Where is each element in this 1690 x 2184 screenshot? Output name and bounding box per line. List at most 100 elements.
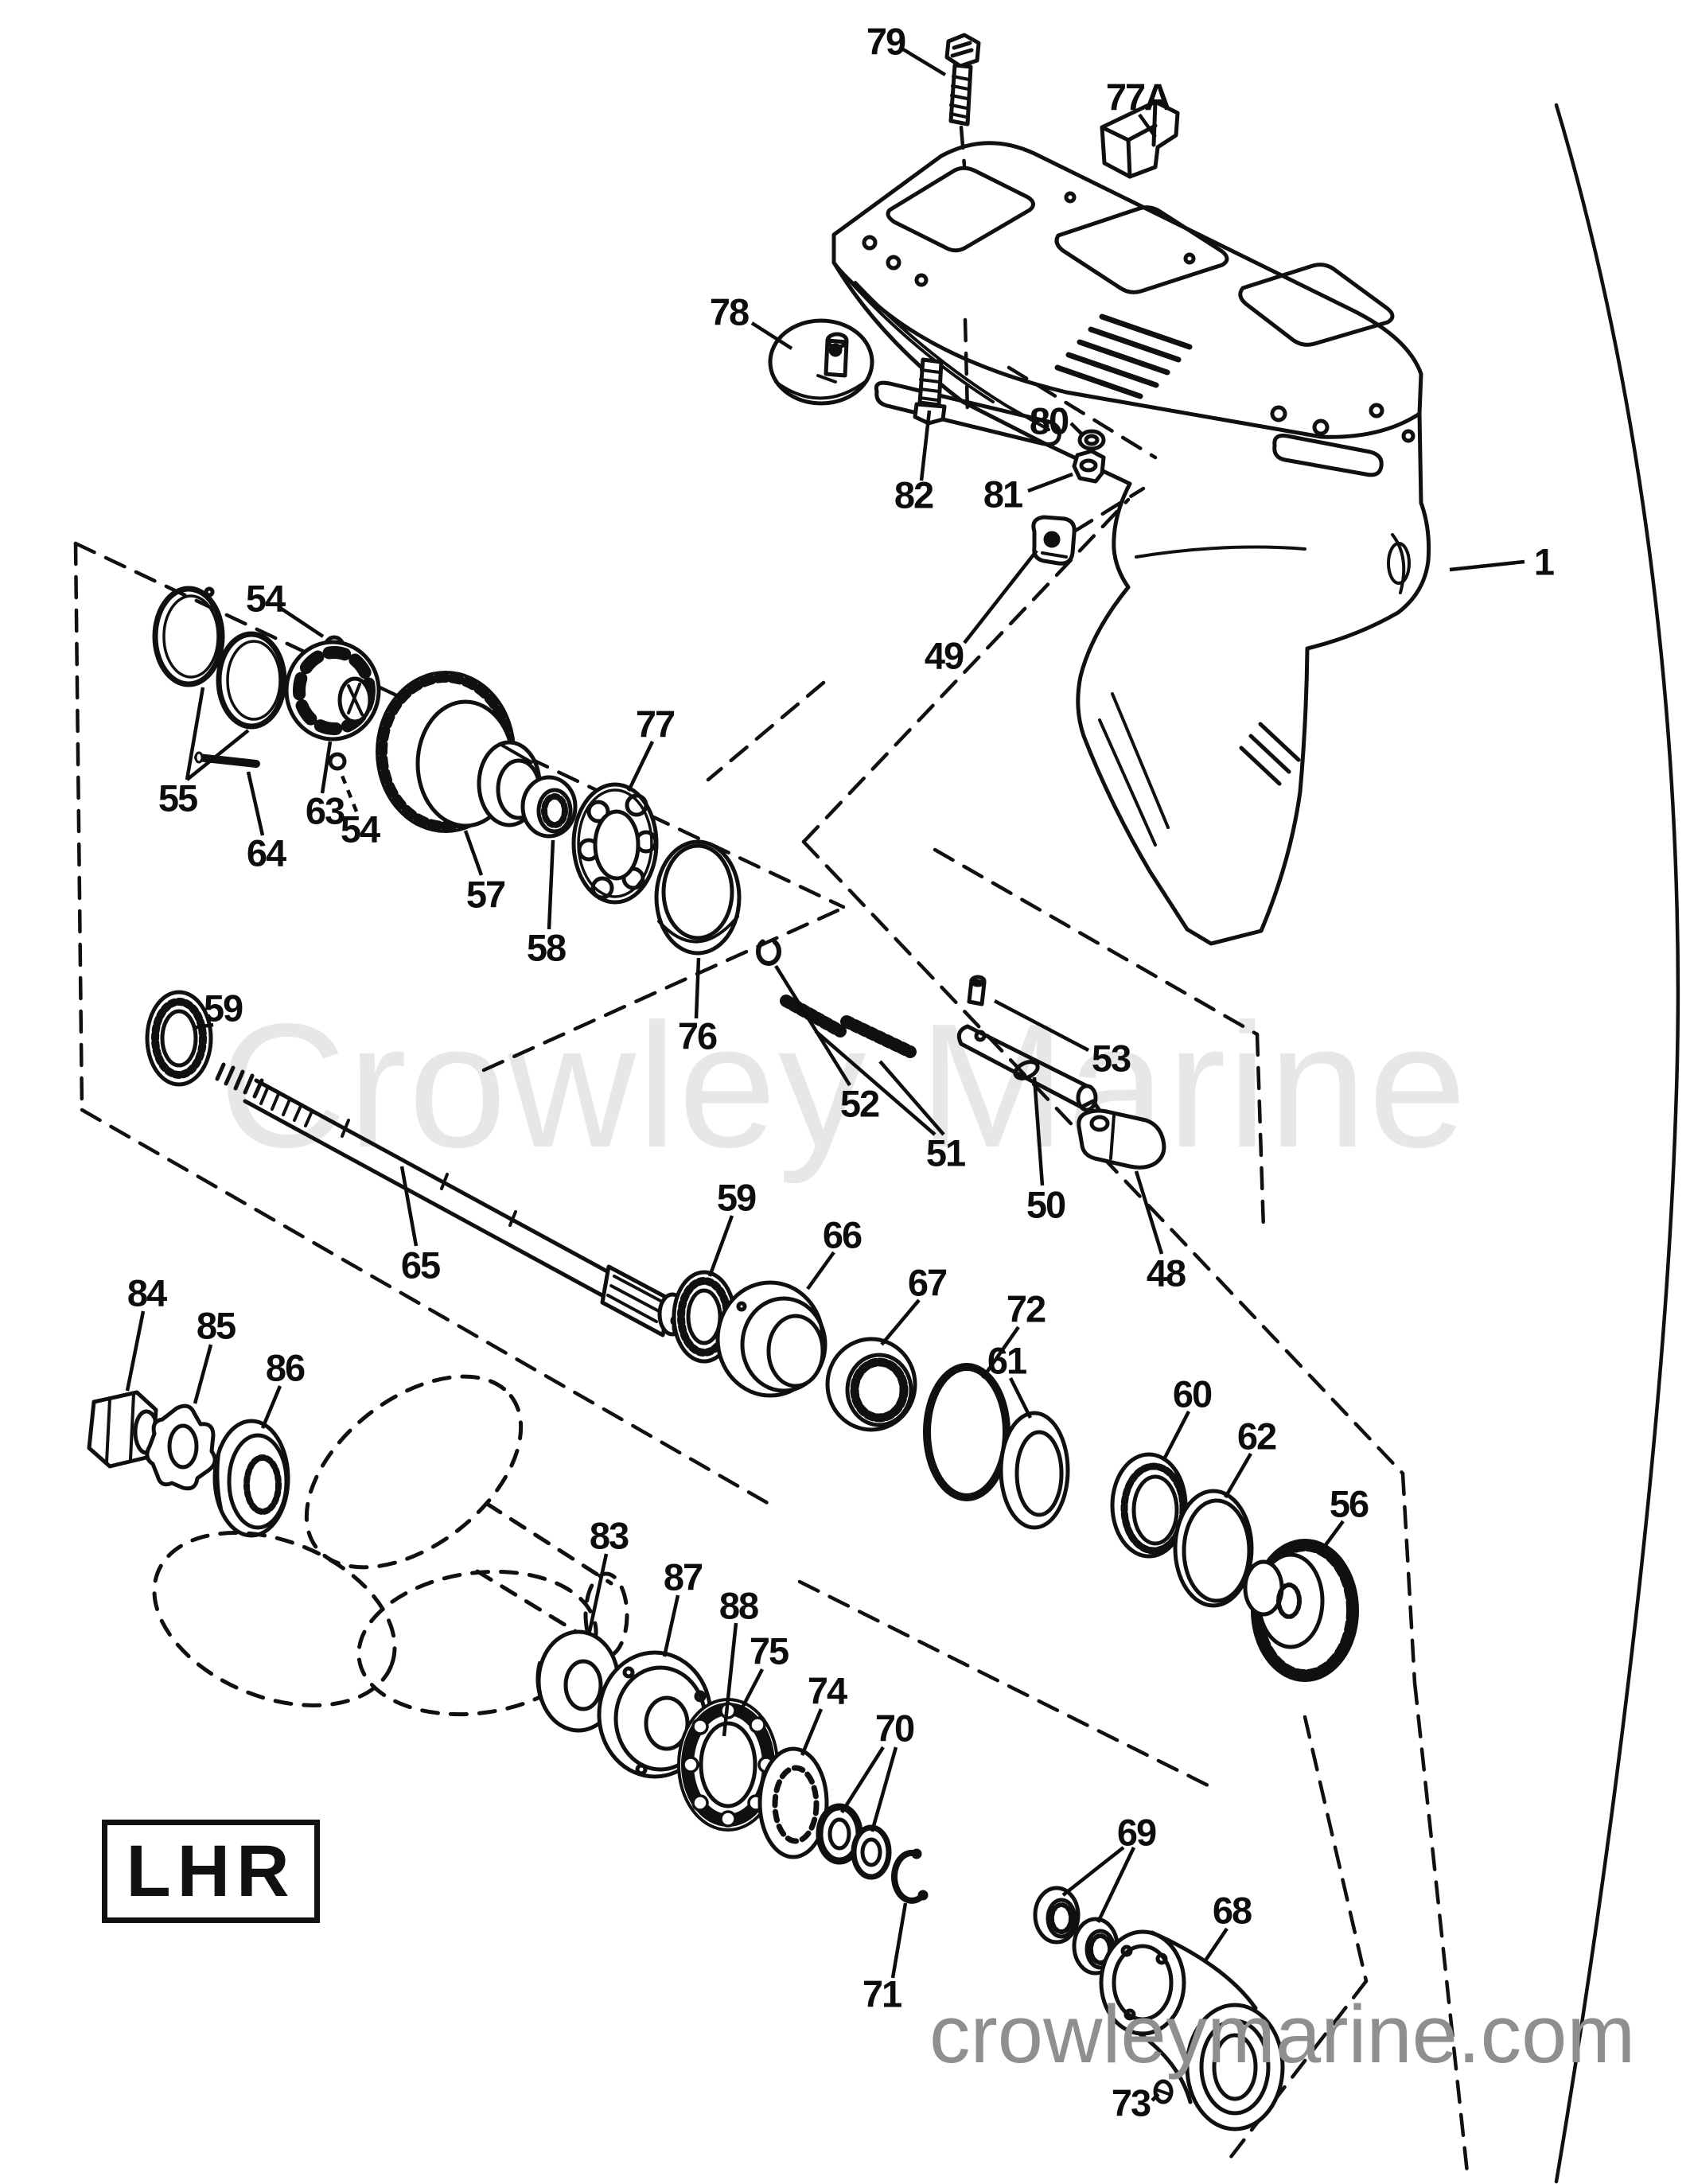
thrust-bearing-59a-drawing bbox=[145, 990, 213, 1087]
part-callout-59-24: 59 bbox=[716, 1176, 757, 1219]
leader-line-78 bbox=[750, 321, 793, 350]
needle-bearing-58-drawing bbox=[520, 775, 578, 839]
leader-line-53 bbox=[993, 999, 1090, 1052]
part-callout-57-13: 57 bbox=[465, 873, 506, 916]
part-callout-73-44: 73 bbox=[1111, 2081, 1151, 2124]
part-callout-65-18: 65 bbox=[400, 1244, 441, 1287]
assembly-dashed-lines bbox=[73, 125, 1470, 2182]
leader-line-79 bbox=[901, 48, 947, 76]
part-callout-56-31: 56 bbox=[1329, 1482, 1369, 1525]
leader-line-68 bbox=[1204, 1927, 1229, 1962]
part-callout-82-3: 82 bbox=[894, 473, 934, 516]
page-edge-curve bbox=[1554, 103, 1680, 2184]
leader-line-87 bbox=[662, 1594, 680, 1657]
washer-80-drawing bbox=[1077, 429, 1106, 451]
leader-line-77a bbox=[1138, 113, 1157, 138]
leader-line-82 bbox=[919, 410, 932, 481]
bevel-gear-56-drawing bbox=[1243, 1539, 1359, 1682]
part-callout-61-28: 61 bbox=[987, 1339, 1027, 1382]
leader-line-54 bbox=[278, 606, 325, 638]
part-callout-1-7: 1 bbox=[1533, 540, 1555, 583]
part-callout-88-37: 88 bbox=[718, 1584, 759, 1627]
leader-line-48 bbox=[1134, 1170, 1164, 1255]
leader-line-64 bbox=[246, 771, 265, 836]
tab-washer-85-drawing bbox=[145, 1403, 217, 1491]
leader-line-54 bbox=[338, 771, 359, 812]
part-callout-55-9: 55 bbox=[158, 777, 198, 819]
propeller-ghost-drawing bbox=[152, 1374, 629, 1717]
watermark-bottom: crowleymarine.com bbox=[929, 1988, 1636, 2080]
leader-line-58 bbox=[547, 839, 555, 930]
leader-line-83 bbox=[586, 1553, 609, 1636]
leader-line-76 bbox=[694, 957, 701, 1019]
part-callout-86-34: 86 bbox=[265, 1346, 306, 1389]
part-callout-76-16: 76 bbox=[677, 1014, 718, 1057]
leader-line-81 bbox=[1027, 472, 1073, 493]
part-callout-59-17: 59 bbox=[203, 987, 243, 1030]
part-callout-64-10: 64 bbox=[246, 831, 286, 874]
bearing-carrier-66-drawing bbox=[715, 1280, 827, 1398]
shim-ring-62-drawing bbox=[1173, 1489, 1254, 1608]
leader-line-70 bbox=[870, 1746, 898, 1832]
oil-seals-70-drawing bbox=[816, 1803, 892, 1880]
leader-line-75 bbox=[738, 1668, 764, 1714]
part-callout-70-40: 70 bbox=[874, 1707, 915, 1750]
bolt-82-drawing bbox=[913, 357, 947, 426]
leader-line-70 bbox=[840, 1746, 885, 1814]
part-callout-79-0: 79 bbox=[866, 20, 906, 63]
pin-64-drawing bbox=[194, 751, 260, 768]
ball-54b-drawing bbox=[328, 752, 347, 771]
leader-line-69 bbox=[1096, 1847, 1136, 1923]
part-callout-85-33: 85 bbox=[196, 1304, 236, 1347]
needle-bearing-67-drawing bbox=[825, 1337, 917, 1432]
leader-line-51 bbox=[878, 1060, 945, 1136]
part-callout-66-25: 66 bbox=[822, 1213, 863, 1256]
part-callout-77-15: 77 bbox=[635, 703, 676, 746]
part-callout-52-19: 52 bbox=[839, 1082, 880, 1125]
leader-line-74 bbox=[800, 1708, 824, 1756]
leader-line-69 bbox=[1061, 1846, 1125, 1897]
part-callout-81-5: 81 bbox=[983, 473, 1023, 516]
leader-line-49 bbox=[963, 549, 1038, 644]
part-callout-51-20: 51 bbox=[925, 1131, 966, 1174]
leader-line-60 bbox=[1162, 1410, 1190, 1462]
part-callout-75-38: 75 bbox=[749, 1629, 789, 1672]
part-callout-49-6: 49 bbox=[924, 634, 964, 677]
part-callout-62-30: 62 bbox=[1236, 1415, 1277, 1458]
snap-ring-71-drawing bbox=[891, 1848, 929, 1904]
part-callout-83-35: 83 bbox=[589, 1514, 629, 1557]
part-callout-54-8: 54 bbox=[245, 577, 286, 620]
part-callout-53-21: 53 bbox=[1091, 1037, 1131, 1080]
leader-line-71 bbox=[890, 1902, 908, 1979]
shift-cam-48-drawing bbox=[1077, 1099, 1166, 1170]
part-callout-50-22: 50 bbox=[1026, 1183, 1066, 1226]
gear-housing-drawing bbox=[831, 141, 1431, 946]
clutch-dog-63-drawing bbox=[284, 640, 381, 742]
leader-line-55 bbox=[185, 729, 250, 781]
plug-73-drawing bbox=[1153, 2079, 1174, 2104]
leader-line-1 bbox=[1449, 559, 1525, 572]
part-callout-78-2: 78 bbox=[709, 290, 750, 333]
part-callout-72-27: 72 bbox=[1006, 1287, 1046, 1330]
anode-78-drawing bbox=[768, 318, 874, 406]
spacer-ring-76-drawing bbox=[654, 839, 742, 956]
leader-line-86 bbox=[260, 1385, 282, 1429]
nut-81-drawing bbox=[1072, 449, 1106, 484]
part-callout-71-41: 71 bbox=[862, 1972, 902, 2015]
clip-52-drawing bbox=[756, 937, 781, 966]
leader-line-63 bbox=[320, 741, 333, 794]
prop-nut-84-drawing bbox=[87, 1390, 160, 1469]
part-callout-54-12: 54 bbox=[340, 808, 380, 851]
rotation-tag-box: LHR bbox=[102, 1820, 320, 1923]
ball-bearing-77-drawing bbox=[571, 782, 659, 905]
leader-line-57 bbox=[463, 830, 484, 876]
part-callout-60-29: 60 bbox=[1172, 1372, 1213, 1415]
leader-line-59 bbox=[707, 1215, 734, 1277]
part-callout-69-42: 69 bbox=[1116, 1811, 1157, 1854]
pin-53-drawing bbox=[967, 975, 987, 1006]
part-callout-77a-1: 77A bbox=[1105, 76, 1171, 119]
leader-line-67 bbox=[880, 1298, 921, 1346]
leader-line-51 bbox=[814, 1030, 937, 1136]
roller-bearing-60-drawing bbox=[1110, 1452, 1188, 1559]
